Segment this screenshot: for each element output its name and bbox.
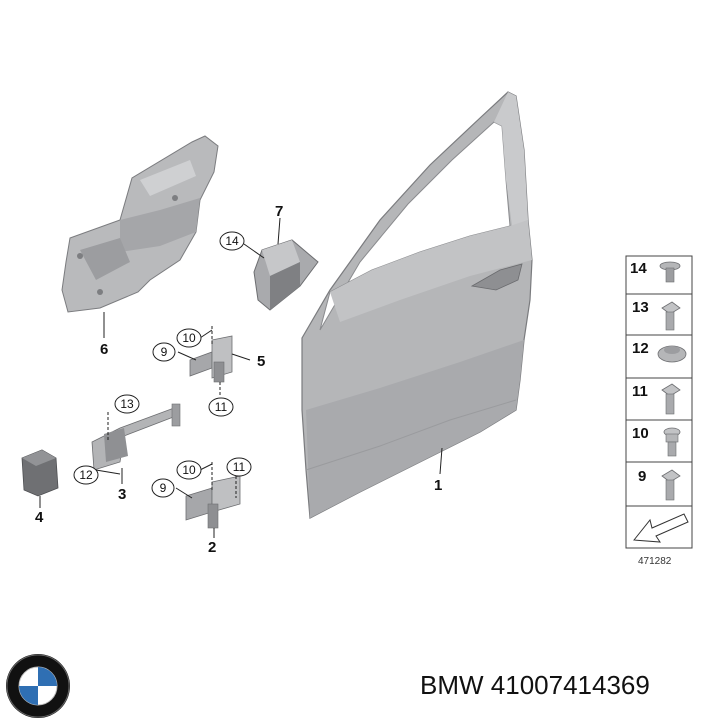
callout-13-bubble: 13: [114, 394, 140, 414]
callout-3: 3: [118, 486, 126, 503]
hex-bolt-icon: [661, 383, 681, 415]
flange-bolt-icon: [661, 469, 681, 501]
flange-nut-icon: [657, 345, 687, 363]
caption-part-number: 41007414369: [490, 670, 650, 700]
callout-9a-bubble: 9: [152, 342, 176, 362]
callout-10a: 10: [182, 331, 196, 345]
callout-11b-bubble: 11: [226, 457, 252, 477]
legend-label-9: 9: [638, 468, 646, 485]
part-6-door-inner-panel: [61, 135, 219, 338]
part-2-lower-hinge: [175, 462, 241, 538]
bolt-icon: [661, 301, 681, 331]
clip-icon: [659, 261, 681, 283]
part-3-door-check: [91, 403, 181, 484]
callout-2: 2: [208, 539, 216, 556]
callout-6: 6: [100, 341, 108, 358]
callout-4: 4: [35, 509, 44, 526]
legend-label-12: 12: [632, 340, 649, 357]
callout-5: 5: [257, 353, 265, 370]
legend-label-11: 11: [632, 383, 648, 400]
socket-screw-icon: [663, 427, 681, 457]
callout-10b: 10: [182, 463, 196, 477]
diagram-reference-code: 471282: [638, 556, 672, 567]
part-1-door: [301, 91, 533, 519]
fastener-legend: 14 13 12 11 10 9: [625, 255, 693, 549]
callout-10b-bubble: 10: [176, 460, 202, 480]
callout-9b: 9: [160, 481, 167, 495]
caption-brand: BMW: [420, 670, 484, 700]
callout-11a-bubble: 11: [208, 397, 234, 417]
callout-12-bubble: 12: [73, 465, 99, 485]
callout-10a-bubble: 10: [176, 328, 202, 348]
callout-13: 13: [120, 397, 134, 411]
callout-11b: 11: [233, 460, 246, 474]
callout-7: 7: [275, 203, 283, 220]
part-4-stopper: [21, 449, 59, 508]
callout-9b-bubble: 9: [151, 478, 175, 498]
callout-14a-bubble: 14: [219, 231, 245, 251]
direction-arrow-icon: [633, 513, 689, 543]
legend-label-13: 13: [632, 299, 649, 316]
callout-14a: 14: [225, 234, 239, 248]
bmw-logo: [6, 654, 70, 718]
legend-label-10: 10: [632, 425, 649, 442]
callout-12: 12: [79, 468, 93, 482]
callout-11a: 11: [215, 400, 228, 414]
part-5-upper-hinge: [177, 326, 251, 396]
callout-9a: 9: [161, 345, 168, 359]
legend-label-14: 14: [630, 260, 647, 277]
callout-1: 1: [434, 477, 442, 494]
part-caption: BMW 41007414369: [420, 670, 710, 701]
part-7-bracket: [243, 217, 319, 311]
